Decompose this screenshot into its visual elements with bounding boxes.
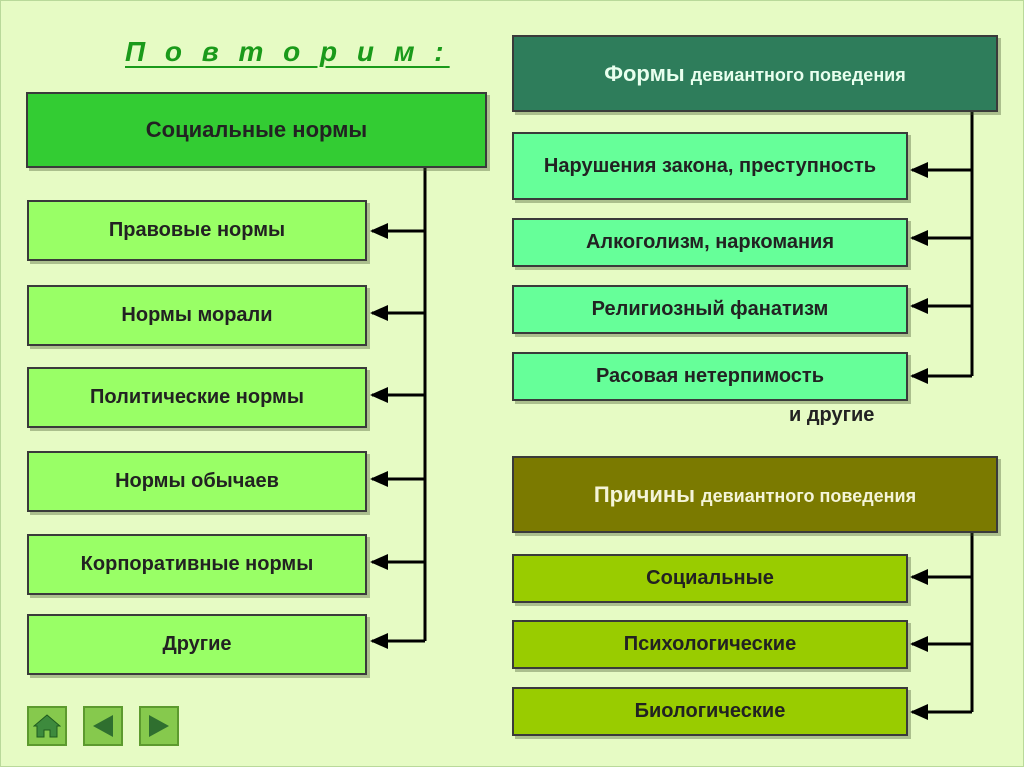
norm-item: Политические нормы — [27, 367, 367, 428]
home-button[interactable] — [27, 706, 67, 746]
arrowhead — [910, 569, 928, 585]
social-norms-header: Социальные нормы — [26, 92, 487, 168]
prev-button[interactable] — [83, 706, 123, 746]
form-item: Нарушения закона, преступность — [512, 132, 908, 200]
arrowhead — [370, 223, 388, 239]
arrowhead — [370, 633, 388, 649]
cause-item: Биологические — [512, 687, 908, 736]
arrowhead — [910, 368, 928, 384]
home-icon — [33, 714, 61, 738]
arrowhead — [370, 387, 388, 403]
cause-item: Психологические — [512, 620, 908, 669]
left-arrow-icon — [93, 715, 113, 737]
forms-header: Формы девиантного поведения — [512, 35, 998, 112]
cause-item: Социальные — [512, 554, 908, 603]
right-arrow-icon — [149, 715, 169, 737]
causes-header-bold: Причины — [593, 481, 696, 507]
forms-header-bold: Формы — [604, 60, 685, 86]
causes-header-rest: девиантного поведения — [701, 485, 917, 506]
norm-item: Нормы обычаев — [27, 451, 367, 512]
arrowhead — [370, 305, 388, 321]
forms-others-note: и другие — [789, 404, 875, 426]
norm-item: Правовые нормы — [27, 200, 367, 261]
next-button[interactable] — [139, 706, 179, 746]
arrowhead — [370, 471, 388, 487]
form-item: Религиозный фанатизм — [512, 285, 908, 334]
norm-item: Другие — [27, 614, 367, 675]
form-item: Расовая нетерпимость — [512, 352, 908, 401]
arrowhead — [370, 554, 388, 570]
arrowhead — [910, 230, 928, 246]
arrowhead — [910, 162, 928, 178]
norm-item: Нормы морали — [27, 285, 367, 346]
slide-title: П о в т о р и м : — [125, 36, 450, 67]
causes-header: Причины девиантного поведения — [512, 456, 998, 533]
arrowhead — [910, 636, 928, 652]
form-item: Алкоголизм, наркомания — [512, 218, 908, 267]
arrowhead — [910, 704, 928, 720]
arrowhead — [910, 298, 928, 314]
norm-item: Корпоративные нормы — [27, 534, 367, 595]
forms-header-rest: девиантного поведения — [690, 64, 906, 85]
